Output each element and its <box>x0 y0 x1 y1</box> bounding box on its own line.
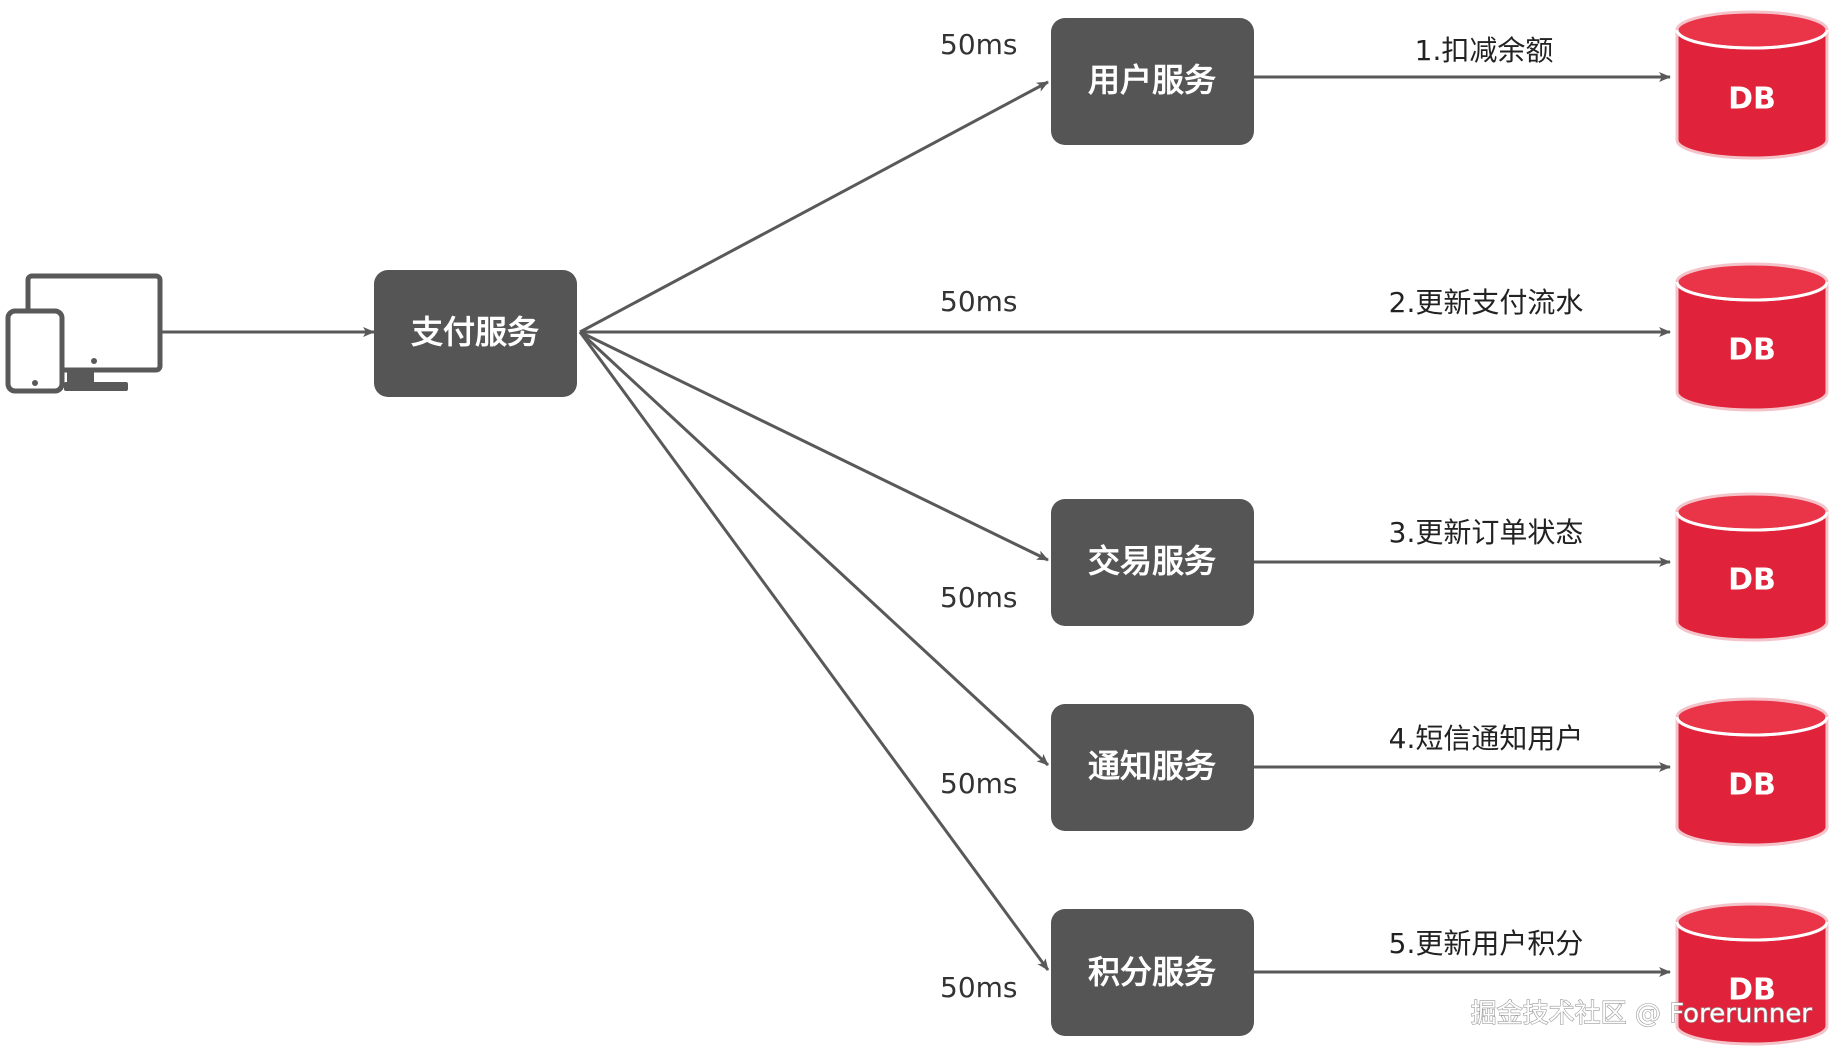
db-arrows <box>1253 72 1671 977</box>
operation-label-1: 1.扣减余额 <box>1415 34 1554 67</box>
arrow-to-points-service <box>578 331 1050 971</box>
notify-service-node: 通知服务 <box>1051 704 1254 831</box>
db-label-1: DB <box>1728 82 1776 117</box>
db-label-4: DB <box>1728 768 1776 803</box>
fan-out-arrows <box>578 80 1671 971</box>
db-label-5: DB <box>1728 973 1776 1008</box>
latency-label-user: 50ms <box>940 28 1018 61</box>
latency-label-points: 50ms <box>940 971 1018 1004</box>
trade-service-label: 交易服务 <box>1088 542 1216 580</box>
payment-service-node: 支付服务 <box>374 270 577 397</box>
operation-label-4: 4.短信通知用户 <box>1389 722 1584 755</box>
user-service-node: 用户服务 <box>1051 18 1254 145</box>
arrow-to-user-service <box>579 80 1049 334</box>
points-service-node: 积分服务 <box>1051 909 1254 1036</box>
arrow-to-trade-service <box>579 330 1049 562</box>
trade-service-node: 交易服务 <box>1051 499 1254 626</box>
user-service-label: 用户服务 <box>1088 61 1216 99</box>
db-cylinder-2: DB <box>1675 262 1829 412</box>
notify-service-label: 通知服务 <box>1088 747 1216 785</box>
db-cylinder-4: DB <box>1675 697 1829 847</box>
operation-label-5: 5.更新用户积分 <box>1389 927 1584 960</box>
db-label-2: DB <box>1728 333 1776 368</box>
arrow-to-notify-service <box>578 330 1050 767</box>
operation-label-2: 2.更新支付流水 <box>1389 286 1584 319</box>
latency-label-notify: 50ms <box>940 767 1018 800</box>
watermark: 掘金技术社区 @ Forerunner <box>1471 999 1813 1029</box>
points-service-label: 积分服务 <box>1088 953 1216 991</box>
latency-label-trade: 50ms <box>940 581 1018 614</box>
devices-icon <box>5 273 163 394</box>
payment-service-label: 支付服务 <box>411 313 539 351</box>
db-cylinder-1: DB <box>1675 10 1829 160</box>
db-cylinder-3: DB <box>1675 492 1829 642</box>
db-cylinder-5: DB <box>1675 902 1829 1046</box>
operation-label-3: 3.更新订单状态 <box>1389 516 1584 549</box>
db-label-3: DB <box>1728 563 1776 598</box>
latency-label-payment-db: 50ms <box>940 285 1018 318</box>
